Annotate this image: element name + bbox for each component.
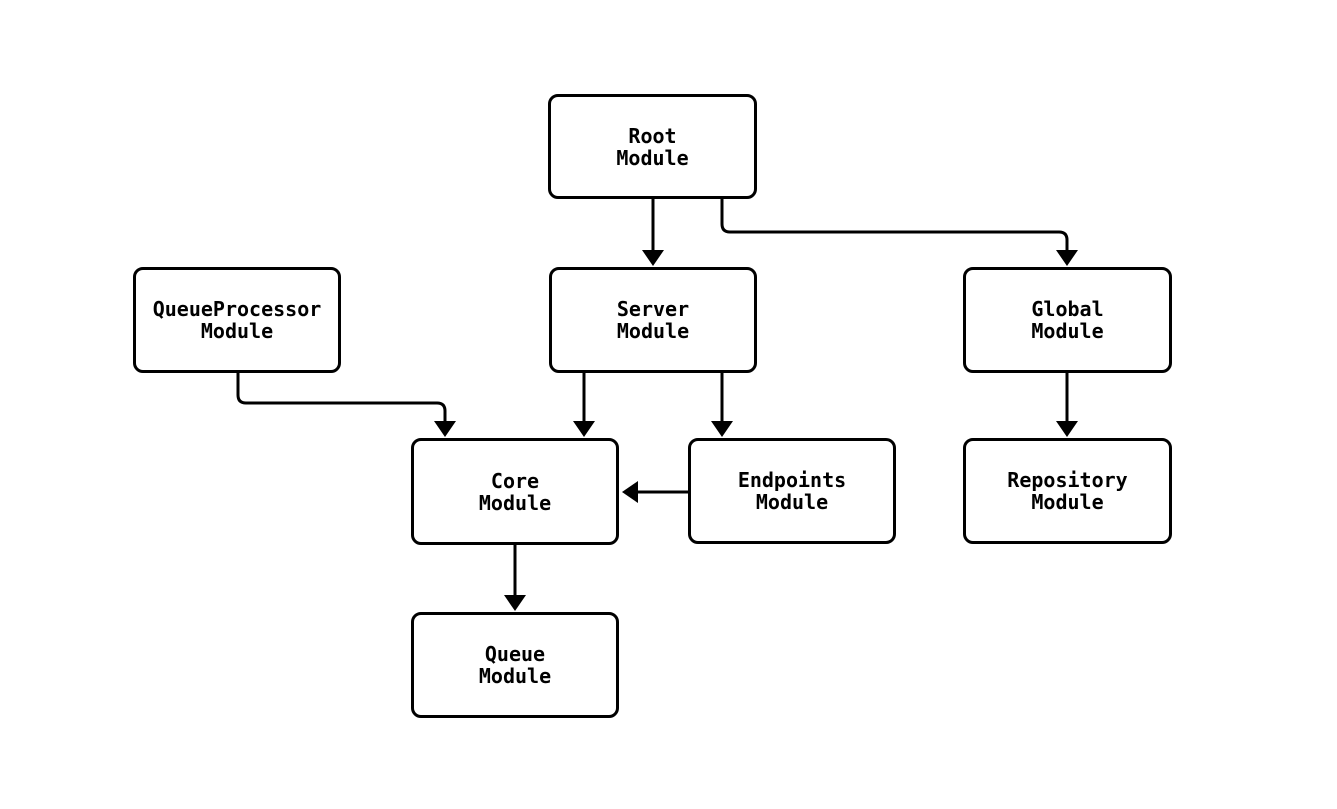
node-label-line: Module <box>478 490 552 515</box>
edge-server-to-core <box>573 372 595 437</box>
node-label-line: Module <box>1031 319 1104 343</box>
edge-server-to-endpoints <box>711 372 733 437</box>
node-label-line: Global <box>1031 297 1104 321</box>
node-label-line: QueueProcessor <box>152 297 322 321</box>
edge-endpoints-to-core <box>622 481 688 503</box>
edge-core-to-queue <box>504 545 526 611</box>
edge-root-to-server <box>642 199 664 266</box>
node-label-line: Repository <box>1007 468 1128 492</box>
node-label-line: Server <box>616 297 690 321</box>
node-label-line: Core <box>490 468 540 493</box>
node-endpoints-module: Endpoints Module <box>688 438 896 544</box>
edge-queueprocessor-to-core <box>236 372 456 437</box>
node-server-module: Server Module <box>549 267 757 373</box>
node-label-line: Module <box>616 145 689 170</box>
node-global-module: Global Module <box>963 267 1172 373</box>
node-label-line: Module <box>200 319 274 343</box>
edge-global-to-repository <box>1056 372 1078 437</box>
node-label-line: Root <box>628 123 677 148</box>
node-repository-module: Repository Module <box>963 438 1172 544</box>
node-queueprocessor-module: QueueProcessor Module <box>133 267 341 373</box>
edge-root-to-global <box>720 199 1078 266</box>
node-label-line: Module <box>478 664 552 688</box>
node-queue-module: Queue Module <box>411 612 619 718</box>
node-core-module: Core Module <box>411 438 619 545</box>
node-label-line: Module <box>755 490 829 514</box>
node-label-line: Module <box>1031 490 1104 514</box>
node-label-line: Module <box>616 319 690 343</box>
node-label-line: Endpoints <box>737 468 847 492</box>
node-root-module: Root Module <box>548 94 757 199</box>
node-label-line: Queue <box>484 642 546 666</box>
